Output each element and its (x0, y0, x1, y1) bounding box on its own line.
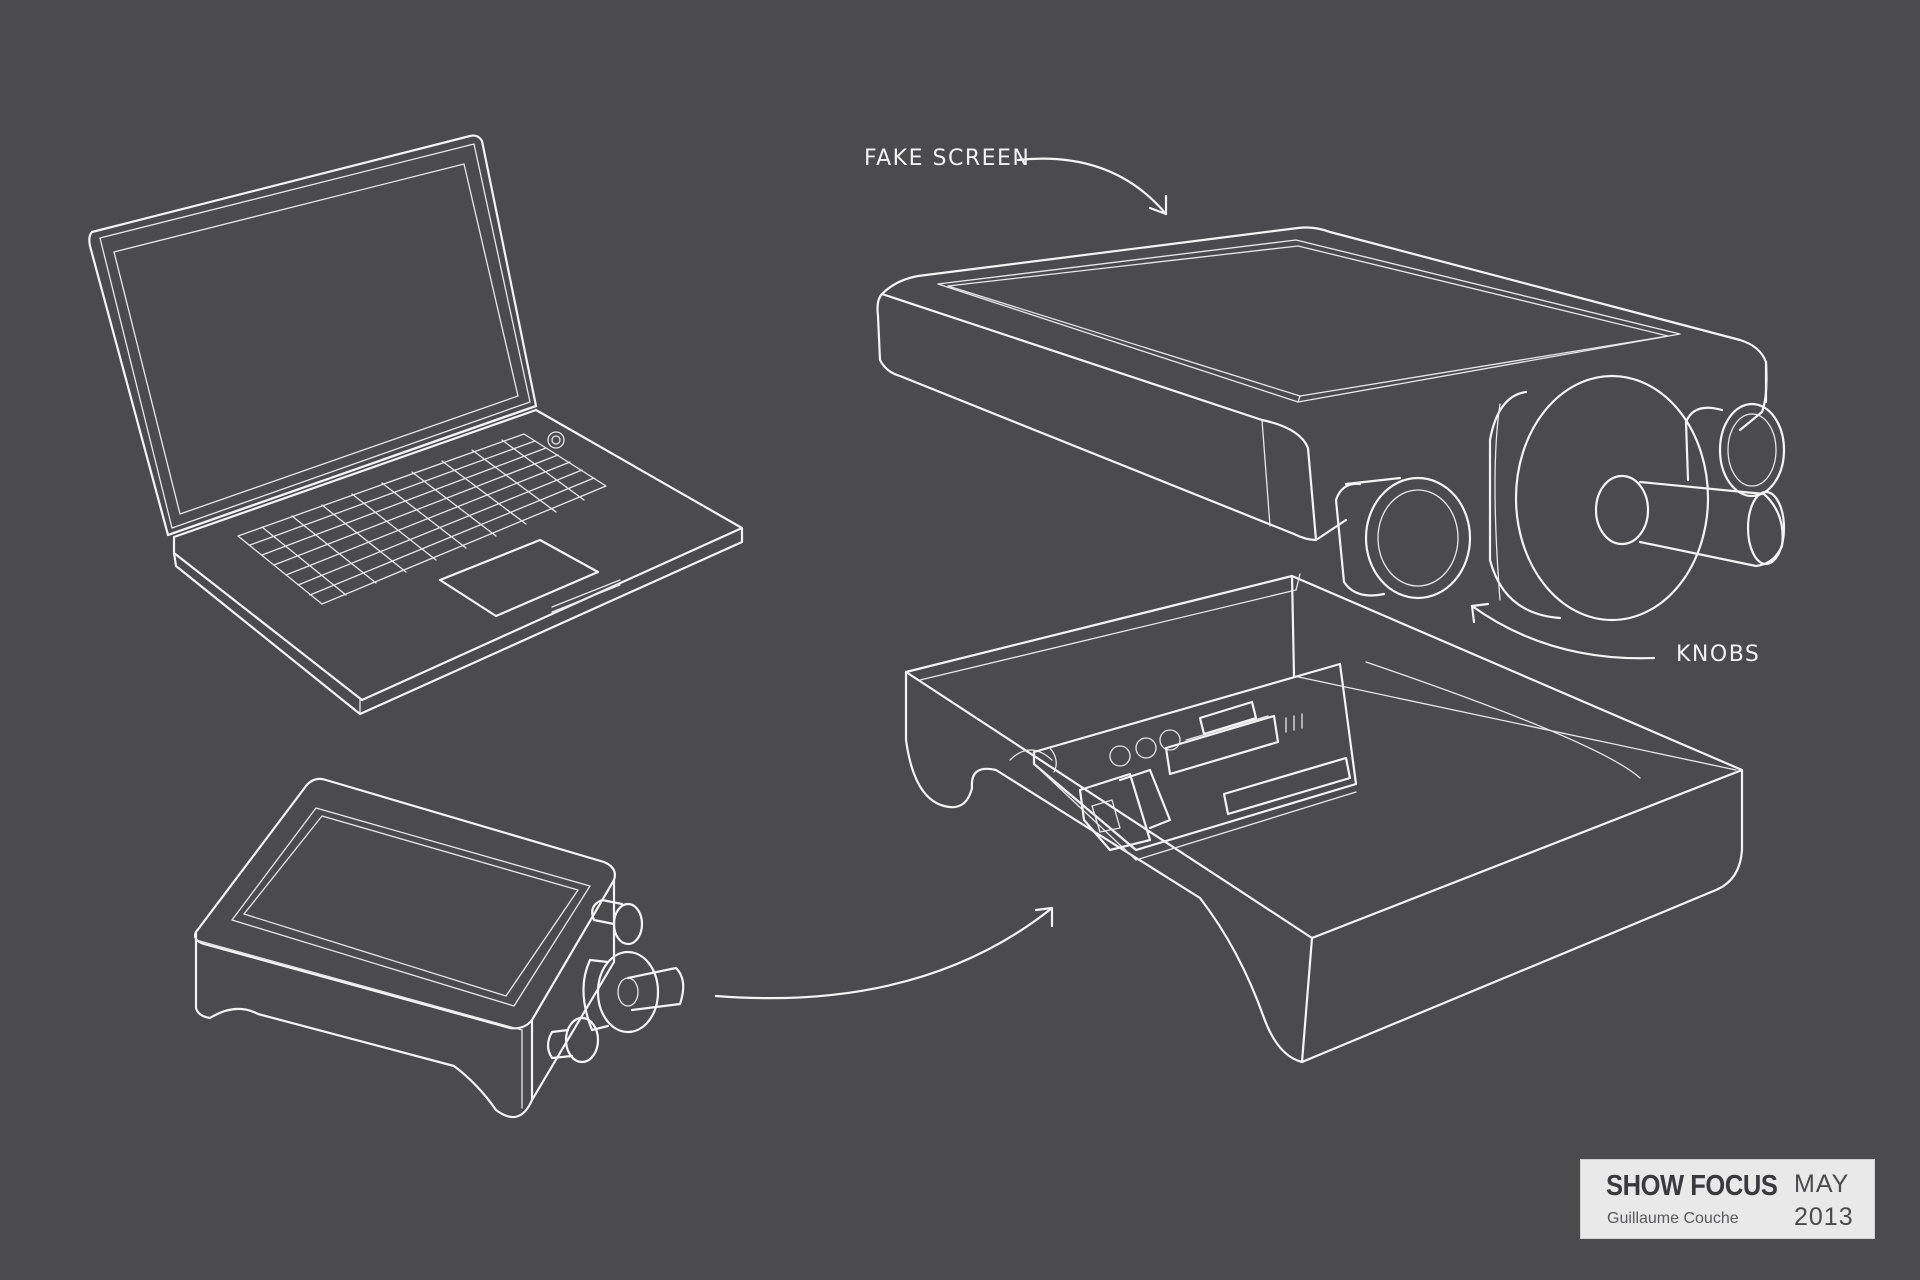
curved-arrow-icon (1470, 602, 1656, 660)
card-author: Guillaume Couche (1607, 1210, 1739, 1227)
fake-screen-label: FAKE SCREEN (864, 146, 1031, 171)
knobs-label: KNOBS (1676, 642, 1761, 667)
card-title: SHOW FOCUS (1606, 1170, 1778, 1202)
card-month: MAY (1794, 1170, 1850, 1198)
card-divider (1781, 1170, 1782, 1228)
laptop-illustration (88, 134, 744, 716)
device-assembled-illustration (193, 777, 685, 1119)
fake-screen-shell-illustration (876, 226, 1786, 622)
curved-arrow-icon (714, 906, 1054, 1000)
title-card: SHOW FOCUS Guillaume Couche MAY 2013 (1580, 1159, 1875, 1239)
open-tray-illustration (904, 573, 1744, 1064)
curved-arrow-icon (1016, 157, 1168, 216)
card-year: 2013 (1794, 1203, 1854, 1231)
